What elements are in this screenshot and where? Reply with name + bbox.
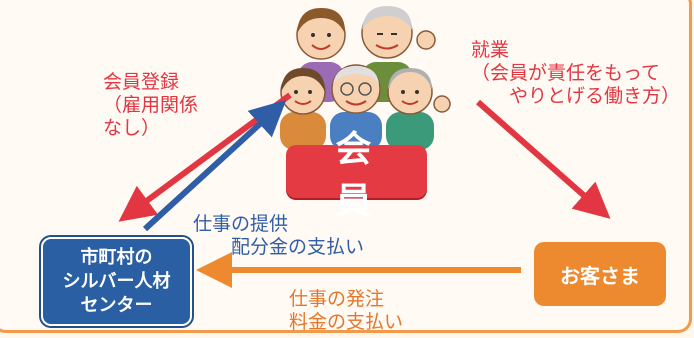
senior-woman-front-right bbox=[386, 68, 451, 150]
center-label-line-3: センター bbox=[80, 294, 153, 316]
silver-center-box: 市町村の シルバー人材 センター bbox=[41, 237, 192, 326]
provide-work-arrow bbox=[142, 99, 287, 232]
customer-box: お客さま bbox=[534, 242, 666, 306]
senior-woman-front-left bbox=[280, 68, 326, 150]
center-label-line-1: 市町村の bbox=[80, 246, 153, 268]
members-label: 会 員 bbox=[335, 128, 390, 222]
seniors-illustration bbox=[280, 6, 451, 150]
center-label-line-2: シルバー人材 bbox=[62, 270, 171, 292]
senior-man-front-center bbox=[330, 64, 382, 150]
customer-label: お客さま bbox=[560, 263, 640, 288]
employment-arrow bbox=[476, 99, 611, 219]
employment-label: 就業 （会員が責任をもって やりとげる働き方） bbox=[471, 39, 681, 107]
members-box: 会 員 bbox=[286, 129, 427, 222]
provide-work-label: 仕事の提供 配分金の支払い bbox=[193, 213, 365, 258]
order-work-label: 仕事の発注 料金の支払い bbox=[289, 288, 404, 333]
registration-label: 会員登録 （雇用関係 なし） bbox=[103, 71, 199, 139]
